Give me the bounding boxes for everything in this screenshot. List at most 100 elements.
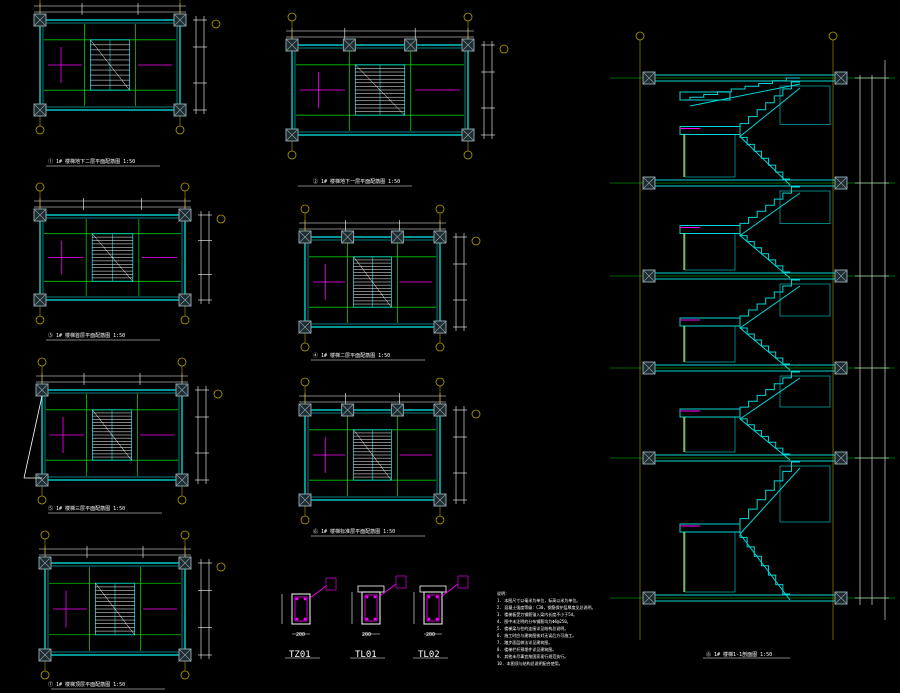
slanted-wall — [23, 395, 43, 479]
plan-title: 1# 楼梯标准层平面配筋图 1:50 — [321, 529, 396, 535]
plan-title: 1# 楼梯首层平面配筋图 1:50 — [56, 333, 126, 339]
beam-outline — [291, 593, 311, 625]
column-hatch — [834, 71, 848, 85]
rebar-dot — [427, 595, 431, 599]
axis-bubble — [35, 125, 45, 135]
floor-plans — [23, 0, 509, 690]
beam-box — [779, 190, 831, 224]
section-caption: ⑧ 1# 楼梯1-1剖面图 1:50 — [706, 651, 772, 658]
stair-flight — [739, 371, 801, 420]
detail-width-tz01: 200 — [296, 632, 306, 638]
axis-bubble — [287, 12, 297, 22]
column-hatch — [33, 208, 47, 222]
axis-bubble — [216, 562, 226, 572]
rebar-tag — [395, 575, 407, 589]
detail-title-tl01: TL01 — [355, 650, 377, 660]
stirrup — [364, 594, 378, 622]
column-hatch — [38, 556, 52, 570]
beam-detail — [281, 577, 337, 635]
stair-treads — [92, 409, 133, 461]
landing-wall — [684, 531, 736, 593]
plan-title: 1# 楼梯顶层平面配筋图 1:50 — [56, 682, 126, 688]
column-hatch — [642, 269, 656, 283]
stair-soffit — [739, 192, 801, 236]
column-section — [173, 13, 187, 27]
plan-title: 1# 楼梯地下二层平面配筋图 1:50 — [56, 159, 136, 165]
column-hatch — [38, 648, 52, 662]
floor-plan — [33, 0, 221, 167]
plan-number: ⑦ — [48, 682, 54, 688]
wall-outline — [41, 389, 183, 481]
column-section — [834, 269, 848, 283]
column-section — [33, 103, 47, 117]
column-section — [642, 176, 656, 190]
stair-soffit — [689, 83, 801, 107]
slab-top — [357, 585, 385, 593]
stair-diagonal — [90, 39, 130, 91]
axis-bubble — [435, 515, 445, 525]
column-section — [33, 13, 47, 27]
column-hatch — [178, 208, 192, 222]
column-hatch — [834, 176, 848, 190]
axis-bubble — [180, 670, 190, 680]
column-section — [298, 403, 312, 417]
plan-caption-p3: ③ 1# 楼梯首层平面配筋图 1:50 — [48, 332, 125, 339]
column-section — [341, 403, 355, 417]
column-section — [390, 230, 404, 244]
axis-bubble — [463, 12, 473, 22]
stirrup — [426, 594, 440, 622]
stair-section — [610, 31, 895, 659]
column-hatch — [433, 230, 447, 244]
rebar-dot — [435, 595, 439, 599]
column-section — [461, 128, 475, 142]
column-section — [433, 403, 447, 417]
rebar-dot — [303, 617, 307, 621]
stair-soffit — [739, 87, 801, 137]
column-hatch — [175, 473, 189, 487]
column-hatch — [175, 383, 189, 397]
axis-bubble — [180, 530, 190, 540]
column-hatch — [834, 451, 848, 465]
plan-number: ① — [48, 159, 54, 165]
column-section — [33, 293, 47, 307]
note-line: 9. 其他未尽事宜按国家现行规范执行。 — [497, 654, 569, 659]
plan-caption-p5: ⑤ 1# 楼梯三层平面配筋图 1:50 — [48, 505, 125, 512]
stair-steps — [739, 528, 790, 595]
column-hatch — [343, 38, 356, 52]
stair-steps — [739, 461, 800, 528]
stair-diagonal — [355, 64, 405, 116]
column-hatch — [433, 493, 447, 507]
axis-bubble — [37, 357, 47, 367]
stair-soffit — [739, 285, 801, 329]
stair-flight — [739, 130, 791, 186]
axis-bubble — [35, 315, 45, 325]
rebar-dot — [365, 595, 369, 599]
note-line: 3. 楼梯板受力钢筋锚入梁内长度不小于5d。 — [497, 612, 578, 617]
column-section — [642, 71, 656, 85]
floor-plan — [33, 182, 226, 341]
axis-bubble — [499, 44, 509, 54]
column-hatch — [642, 361, 656, 375]
column-hatch — [298, 493, 312, 507]
axis-bubble — [471, 409, 481, 419]
column-section — [834, 176, 848, 190]
plan-caption-p6: ⑥ 1# 楼梯标准层平面配筋图 1:50 — [313, 528, 395, 535]
column-hatch — [461, 38, 475, 52]
stair-soffit — [739, 377, 801, 420]
wall-inner — [307, 412, 438, 498]
axis-bubble — [211, 19, 221, 29]
column-hatch — [433, 320, 447, 334]
column-hatch — [834, 269, 848, 283]
beam-box — [779, 283, 831, 317]
section-title: 1# 楼梯1-1剖面图 1:50 — [714, 652, 773, 658]
landing-wall — [684, 416, 736, 453]
rebar-dot — [365, 617, 369, 621]
plan-caption-p4: ④ 1# 楼梯二层平面配筋图 1:50 — [313, 352, 390, 359]
landing-slab — [679, 317, 741, 327]
wall-inner — [294, 47, 466, 133]
axis-bubble — [471, 236, 481, 246]
column-section — [461, 38, 475, 52]
axis-bubble — [635, 31, 645, 41]
column-section — [178, 208, 192, 222]
